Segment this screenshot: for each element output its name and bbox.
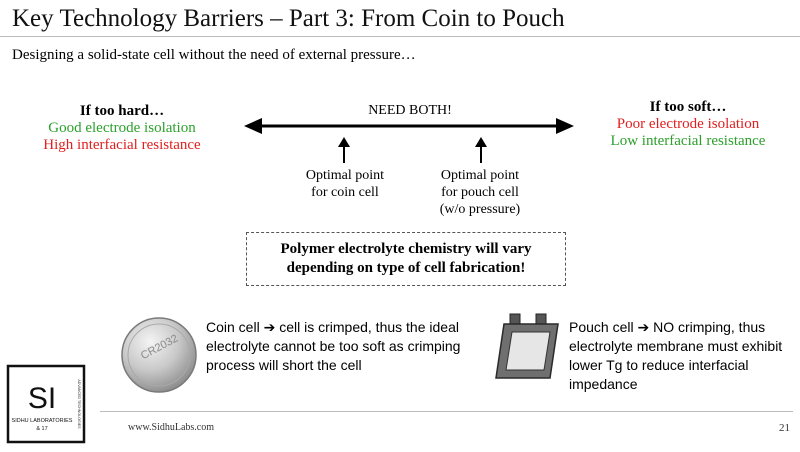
logo-name: SIDHU LABORATORIES bbox=[12, 418, 73, 424]
too-hard-pro: Good electrode isolation bbox=[48, 120, 196, 136]
too-soft-block: If too soft… Poor electrode isolation Lo… bbox=[588, 99, 788, 150]
pouch-cell-rest: NO crimping, thus electrolyte membrane m… bbox=[569, 319, 783, 392]
slide-title: Key Technology Barriers – Part 3: From C… bbox=[12, 5, 565, 32]
too-hard-con: High interfacial resistance bbox=[43, 137, 201, 153]
optimal-point-pouch: Optimal point for pouch cell (w/o pressu… bbox=[424, 167, 536, 218]
sidhu-labs-logo: SI SIDHU LABORATORIES & 17 ADVANCED TECH… bbox=[6, 364, 86, 444]
fabrication-note-box: Polymer electrolyte chemistry will vary … bbox=[246, 232, 566, 286]
coin-cell-description: Coin cell ➔ cell is crimped, thus the id… bbox=[206, 318, 486, 375]
optimal-pouch-line: for pouch cell bbox=[441, 185, 519, 200]
too-soft-heading: If too soft… bbox=[649, 99, 727, 115]
too-soft-con: Poor electrode isolation bbox=[616, 116, 760, 132]
coin-cell-lead: Coin cell bbox=[206, 319, 264, 335]
need-both-label: NEED BOTH! bbox=[368, 103, 452, 118]
too-hard-block: If too hard… Good electrode isolation Hi… bbox=[22, 103, 222, 154]
pouch-cell-lead: Pouch cell bbox=[569, 319, 638, 335]
optimal-coin-line: Optimal point bbox=[305, 168, 385, 183]
too-hard-heading: If too hard… bbox=[79, 103, 165, 119]
up-arrow-icon bbox=[475, 137, 487, 163]
note-line: depending on type of cell fabrication! bbox=[286, 260, 526, 276]
optimal-point-coin: Optimal point for coin cell bbox=[290, 167, 400, 201]
right-arrow-icon: ➔ bbox=[263, 319, 276, 335]
coin-cell-rest: cell is crimped, thus the ideal electrol… bbox=[206, 319, 461, 373]
note-line: Polymer electrolyte chemistry will vary bbox=[280, 241, 532, 257]
footer-divider bbox=[100, 411, 793, 412]
slide-subtitle: Designing a solid-state cell without the… bbox=[12, 47, 416, 63]
up-arrow-icon bbox=[338, 137, 350, 163]
coin-cell-icon: CR2032 bbox=[121, 317, 197, 393]
optimal-pouch-line: (w/o pressure) bbox=[439, 202, 521, 217]
footer-url: www.SidhuLabs.com bbox=[128, 422, 215, 433]
optimal-pouch-line: Optimal point bbox=[440, 168, 520, 183]
too-soft-pro: Low interfacial resistance bbox=[610, 133, 766, 149]
pouch-cell-description: Pouch cell ➔ NO crimping, thus electroly… bbox=[569, 318, 797, 394]
title-divider bbox=[0, 36, 800, 37]
right-arrow-icon: ➔ bbox=[637, 319, 650, 335]
logo-sub: & 17 bbox=[36, 426, 47, 432]
optimal-coin-line: for coin cell bbox=[311, 185, 379, 200]
logo-side-text: ADVANCED TECHNOLOGIES bbox=[77, 379, 81, 429]
logo-letters: SI bbox=[28, 382, 56, 415]
double-headed-arrow-icon bbox=[244, 118, 574, 134]
pouch-cell-icon bbox=[495, 313, 559, 379]
page-number: 21 bbox=[779, 422, 790, 434]
